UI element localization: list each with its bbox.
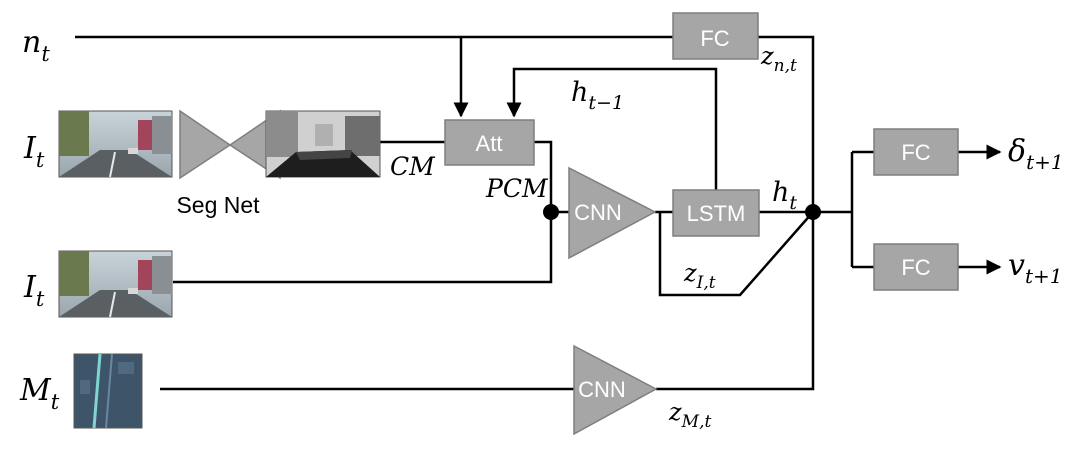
fc-speed-label: FC	[901, 255, 930, 280]
h-t-label: ht	[772, 177, 797, 214]
seg-net-label: Seg Net	[176, 192, 260, 218]
z-m-label: zM,t	[668, 398, 711, 432]
camera-image-top	[58, 110, 173, 178]
lstm-label: LSTM	[687, 201, 746, 226]
cnn-image-label: CNN	[574, 200, 622, 225]
fc-steer-block: FC	[873, 128, 959, 176]
steering-output-label: δt+1	[1008, 134, 1064, 174]
segmentation-image	[265, 110, 381, 178]
cnn-map-label: CNN	[578, 377, 626, 402]
z-n-label: zn,t	[760, 42, 797, 76]
fc-top-label: FC	[700, 26, 729, 51]
image-bottom-input-label: It	[23, 270, 45, 311]
h-prev-label: ht−1	[571, 77, 624, 114]
zi-wire	[658, 211, 814, 297]
att-label: Att	[476, 131, 503, 156]
att-block: Att	[444, 119, 535, 166]
fc-top-block: FC	[672, 12, 759, 60]
pcm-label: PCM	[485, 174, 549, 203]
map-image	[73, 353, 143, 429]
concat-node	[543, 204, 559, 220]
fc-speed-block: FC	[873, 243, 959, 291]
cm-label: CM	[390, 152, 436, 181]
seg-net-block: Seg Net	[176, 109, 281, 218]
cnn-map-out-wire	[656, 212, 815, 391]
cnn-map-block: CNN	[573, 344, 658, 436]
cnn-image-block: CNN	[568, 166, 657, 260]
z-i-label: zI,t	[683, 259, 716, 293]
fc-steer-label: FC	[901, 140, 930, 165]
pcm-wire	[534, 140, 553, 212]
feature-junction-node	[805, 204, 821, 220]
lstm-block: LSTM	[672, 189, 760, 237]
camera-image-bottom	[58, 250, 173, 318]
image-bottom-wire	[173, 212, 553, 284]
route-input-label: nt	[22, 25, 50, 66]
map-input-label: Mt	[19, 373, 60, 414]
speed-output-label: vt+1	[1008, 248, 1062, 288]
recurrent-loop-wire	[506, 67, 718, 190]
fc-top-out-wire	[758, 35, 815, 212]
image-top-input-label: It	[23, 131, 45, 172]
